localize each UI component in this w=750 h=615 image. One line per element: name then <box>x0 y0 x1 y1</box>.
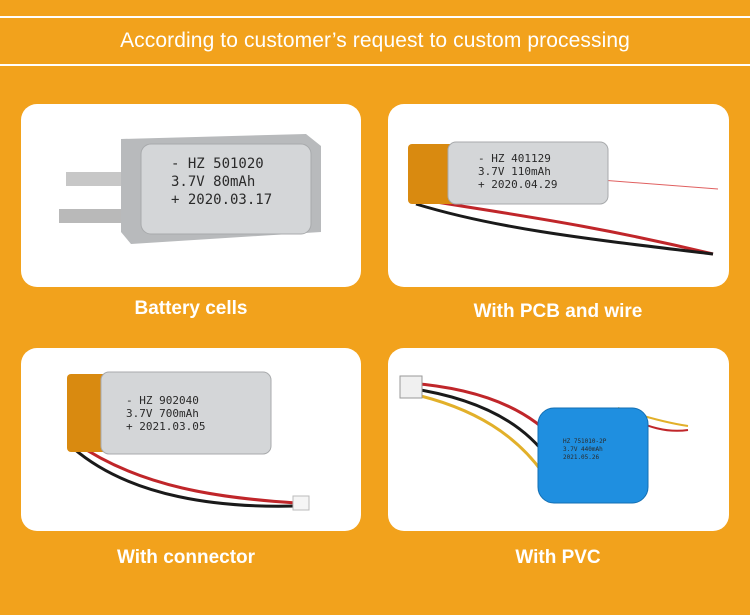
pvc-label-line-2: 3.7V 440mAh <box>563 446 603 453</box>
cell-body <box>100 371 272 455</box>
cell-body <box>447 141 609 205</box>
product-card-pcb-wire: - HZ 401129 3.7V 110mAh + 2020.04.29 <box>388 104 729 287</box>
cell-label-line-2: 3.7V 110mAh <box>478 165 551 178</box>
connector-image: - HZ 902040 3.7V 700mAh + 2021.03.05 <box>67 371 310 511</box>
title-banner: According to customer’s request to custo… <box>0 16 750 66</box>
pvc-image: HZ 751010-2P 3.7V 440mAh 2021.05.26 <box>399 375 689 504</box>
caption-connector: With connector <box>116 547 256 568</box>
tab-top <box>66 172 126 186</box>
black-wire <box>72 446 297 508</box>
cell-label-line-2: 3.7V 80mAh <box>171 174 255 190</box>
cell-label-line-1: - HZ 501020 <box>171 156 264 172</box>
cell-body <box>140 143 312 235</box>
cell-label-line-3: + 2020.03.17 <box>171 192 272 208</box>
pcb-wire-image: - HZ 401129 3.7V 110mAh + 2020.04.29 <box>408 141 719 256</box>
product-card-battery-cells: - HZ 501020 3.7V 80mAh + 2020.03.17 <box>21 104 361 287</box>
banner-title: According to customer’s request to custo… <box>120 29 630 52</box>
cell-label-line-1: - HZ 401129 <box>478 152 551 165</box>
pvc-body <box>537 407 649 504</box>
caption-battery-cells: Battery cells <box>134 298 248 319</box>
cell-label-line-2: 3.7V 700mAh <box>126 407 199 420</box>
red-thread <box>587 178 719 190</box>
pcb-tape <box>67 374 107 452</box>
connector-plug <box>292 495 310 511</box>
pvc-label-line-1: HZ 751010-2P <box>563 438 607 445</box>
cell-label-line-1: - HZ 902040 <box>126 394 199 407</box>
black-wire <box>415 202 714 256</box>
pcb-tape <box>408 144 458 204</box>
product-card-pvc: HZ 751010-2P 3.7V 440mAh 2021.05.26 <box>388 348 729 531</box>
cell-label-line-3: + 2021.03.05 <box>126 420 205 433</box>
red-wire <box>417 197 714 256</box>
connector-plug <box>399 375 423 399</box>
yellow-wire <box>407 391 545 474</box>
pvc-label-line-3: 2021.05.26 <box>563 454 600 461</box>
battery-cell-image: - HZ 501020 3.7V 80mAh + 2020.03.17 <box>59 134 321 244</box>
tab-bottom <box>59 209 121 223</box>
cell-label-line-3: + 2020.04.29 <box>478 178 557 191</box>
product-card-connector: - HZ 902040 3.7V 700mAh + 2021.03.05 <box>21 348 361 531</box>
red-wire <box>75 441 297 505</box>
caption-pvc: With PVC <box>515 547 601 568</box>
caption-pcb-wire: With PCB and wire <box>473 301 643 322</box>
